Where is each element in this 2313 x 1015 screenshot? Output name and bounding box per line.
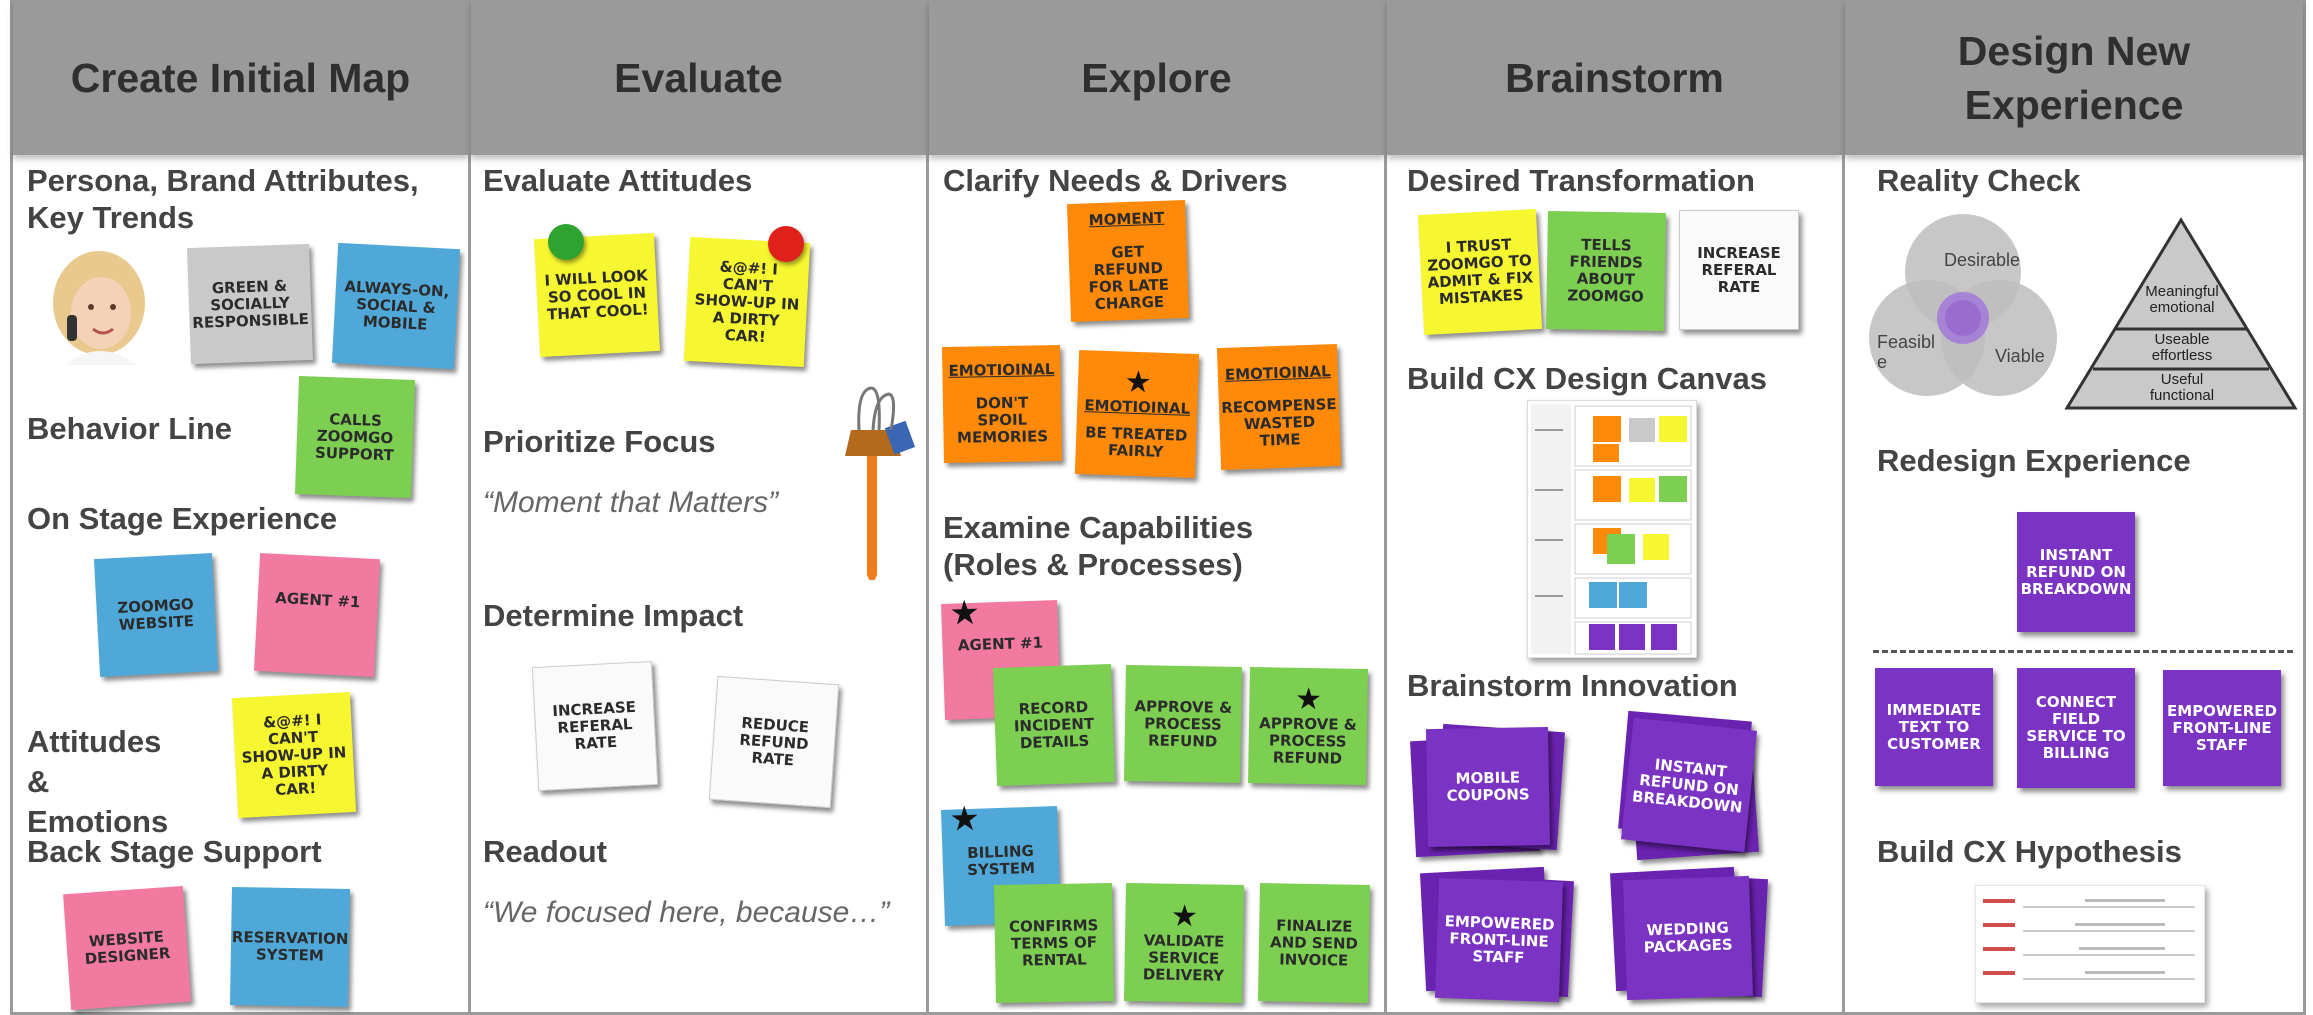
pyramid-tier-useful: Useful functional (2149, 371, 2215, 404)
column-design-new-experience: Design New Experience Reality Check Desi… (1842, 0, 2306, 1015)
section-readout: Readout (483, 834, 607, 869)
note-calls-support: CALLS ZOOMGO SUPPORT (294, 376, 416, 498)
section-redesign-experience: Redesign Experience (1877, 443, 2191, 478)
note-approve-refund-1: APPROVE & PROCESS REFUND (1123, 664, 1243, 784)
note-moment: MOMENT GET REFUND FOR LATE CHARGE (1066, 199, 1190, 323)
note-record-incident: RECORD INCIDENT DETAILS (992, 663, 1116, 787)
section-build-hypothesis: Build CX Hypothesis (1877, 834, 2182, 869)
star-icon: ★ (1124, 364, 1153, 400)
section-examine-capabilities: Examine Capabilities (Roles & Processes) (943, 510, 1254, 582)
note-increase-referral: INCREASE REFERAL RATE (531, 660, 659, 792)
note-green-socially: GREEN & SOCIALLY RESPONSIBLE (187, 243, 313, 365)
note-immediate-text: IMMEDIATE TEXT TO CUSTOMER (1875, 668, 1993, 786)
note-instant-refund: INSTANT REFUND ON BREAKDOWN (1620, 717, 1758, 853)
section-brainstorm-innovation: Brainstorm Innovation (1407, 668, 1738, 703)
column-title: Design New Experience (1957, 27, 2191, 128)
note-always-on: ALWAYS-ON, SOCIAL & MOBILE (331, 242, 461, 370)
note-wedding-packages: WEDDING PACKAGES (1622, 875, 1754, 1001)
quote-readout: “We focused here, because…” (483, 896, 890, 929)
column-brainstorm: Brainstorm Desired Transformation I TRUS… (1384, 0, 1845, 1015)
note-emotional-wasted-time: EMOTIOINAL RECOMPENSE WASTED TIME (1216, 343, 1342, 471)
star-icon: ★ (1294, 681, 1323, 717)
persona-photo (37, 245, 157, 365)
note-mobile-coupons: MOBILE COUPONS (1425, 726, 1551, 848)
pyramid-tier-meaningful: Meaningful emotional (2145, 283, 2219, 316)
note-agent-1: AGENT #1 (253, 552, 381, 678)
note-approve-refund-2: ★ APPROVE & PROCESS REFUND (1247, 666, 1369, 786)
note-finalize-invoice: FINALIZE AND SEND INVOICE (1257, 883, 1371, 1003)
column-explore: Explore Clarify Needs & Drivers MOMENT G… (926, 0, 1387, 1015)
star-icon: ★ (948, 798, 981, 840)
column-header: Evaluate (471, 0, 926, 155)
section-on-stage: On Stage Experience (27, 501, 338, 536)
section-persona: Persona, Brand Attributes, Key Trends (27, 163, 419, 235)
section-clarify-needs: Clarify Needs & Drivers (943, 163, 1288, 198)
section-desired-transformation: Desired Transformation (1407, 163, 1755, 198)
section-attitudes: Attitudes & Emotions (27, 724, 169, 839)
venn-diagram (1869, 214, 2057, 396)
red-pin-icon (768, 226, 804, 262)
green-pin-icon (548, 224, 584, 260)
cx-design-canvas-thumbnail (1527, 400, 1697, 658)
pyramid-diagram (2064, 217, 2298, 410)
section-build-canvas: Build CX Design Canvas (1407, 361, 1768, 396)
column-create-initial-map: Create Initial Map Persona, Brand Attrib… (10, 0, 471, 1015)
column-header: Create Initial Map (13, 0, 468, 155)
note-empowered-staff: EMPOWERED FRONT-LINE STAFF (2163, 670, 2281, 786)
note-cant-show-up: &@#! I CAN'T SHOW-UP IN A DIRTY CAR! (231, 691, 357, 819)
section-behavior-line: Behavior Line (27, 411, 232, 446)
note-zoomgo-website: ZOOMGO WEBSITE (93, 552, 219, 678)
section-prioritize-focus: Prioritize Focus (483, 424, 716, 459)
note-connect-field-service: CONNECT FIELD SERVICE TO BILLING (2017, 668, 2135, 788)
section-back-stage: Back Stage Support (27, 834, 322, 869)
note-reservation-system: RESERVATION SYSTEM (229, 886, 351, 1008)
divider-line (1873, 650, 2293, 653)
column-evaluate: Evaluate Evaluate Attitudes I WILL LOOK … (468, 0, 929, 1015)
note-website-designer: WEBSITE DESIGNER (63, 885, 191, 1011)
note-empowered-staff: EMPOWERED FRONT-LINE STAFF (1434, 877, 1564, 1003)
pyramid-tier-useable: Useable effortless (2151, 331, 2213, 364)
note-tells-friends: TELLS FRIENDS ABOUT ZOOMGO (1545, 210, 1667, 332)
section-determine-impact: Determine Impact (483, 598, 744, 633)
column-header: Design New Experience (1845, 0, 2303, 155)
note-trust-zoomgo: I TRUST ZOOMGO TO ADMIT & FIX MISTAKES (1417, 208, 1543, 336)
star-icon: ★ (1170, 898, 1199, 934)
venn-label-viable: Viable (1995, 346, 2045, 366)
column-title: Brainstorm (1505, 54, 1724, 101)
venn-label-feasible: Feasibl e (1877, 332, 1936, 372)
note-confirms-terms: CONFIRMS TERMS OF RENTAL (993, 882, 1115, 1004)
column-title: Evaluate (614, 54, 783, 101)
column-header: Explore (929, 0, 1384, 155)
column-title: Explore (1081, 54, 1232, 101)
venn-label-desirable: Desirable (1943, 250, 2021, 270)
cx-hypothesis-form-thumbnail (1975, 885, 2205, 1003)
note-reduce-refund: REDUCE REFUND RATE (708, 675, 840, 809)
note-emotional-fairly: ★ EMOTIOINAL BE TREATED FAIRLY (1074, 349, 1200, 479)
section-evaluate-attitudes: Evaluate Attitudes (483, 163, 753, 198)
note-increase-referral: INCREASE REFERAL RATE (1679, 210, 1799, 330)
column-header: Brainstorm (1387, 0, 1842, 155)
note-instant-refund: INSTANT REFUND ON BREAKDOWN (2017, 512, 2135, 632)
note-emotional-memories: EMOTIOINAL DON'T SPOIL MEMORIES (941, 344, 1063, 464)
section-reality-check: Reality Check (1877, 163, 2081, 198)
star-icon: ★ (948, 592, 981, 634)
column-title: Create Initial Map (70, 54, 411, 101)
binder-clip-icon (845, 386, 916, 580)
note-validate-service: ★ VALIDATE SERVICE DELIVERY (1123, 882, 1245, 1004)
quote-moment: “Moment that Matters” (483, 486, 779, 519)
